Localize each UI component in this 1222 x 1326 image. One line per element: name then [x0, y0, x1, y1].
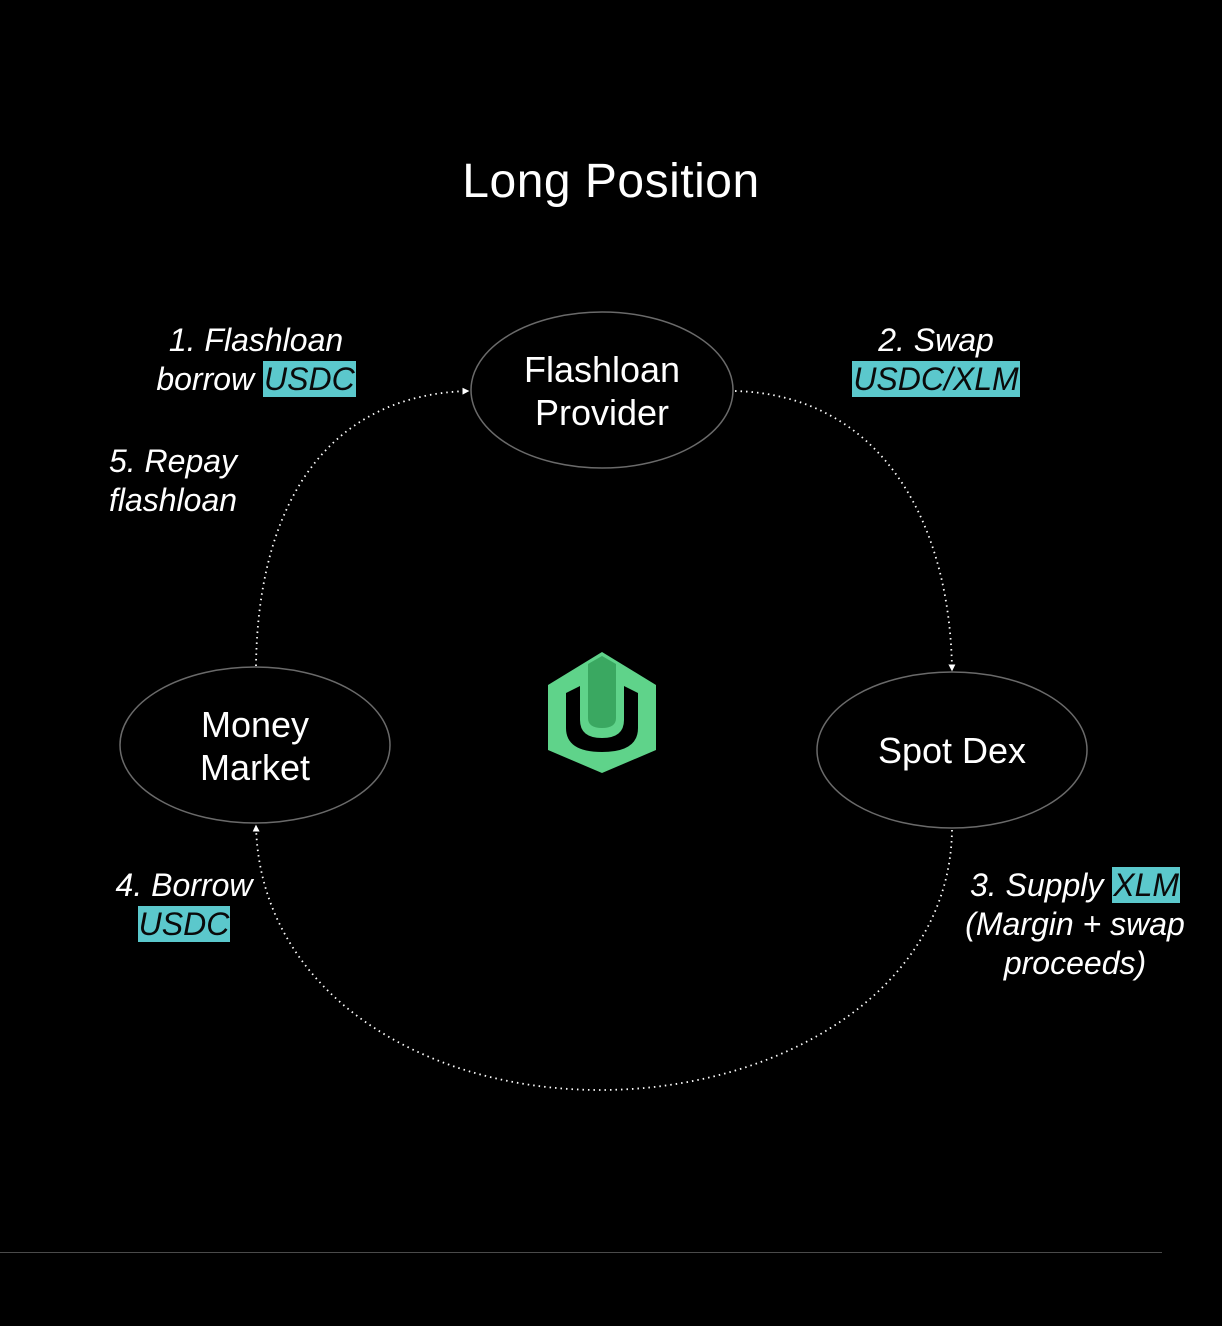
step-1-token-highlight: USDC — [263, 361, 356, 397]
arrow-repay-to-flashloan-provider — [255, 387, 470, 667]
step-1-line2: borrow USDC — [140, 360, 372, 399]
step-5-line1: 5. Repay — [108, 443, 238, 479]
step-4-line1: 4. Borrow — [115, 867, 253, 903]
money-market-label-line2: Market — [199, 747, 311, 788]
step-4-token-highlight: USDC — [137, 906, 231, 942]
spot-dex-label-line1: Spot Dex — [877, 730, 1027, 771]
flashloan-provider-node — [470, 311, 734, 469]
bottom-divider — [0, 1252, 1162, 1253]
step-4-line2: USDC — [104, 905, 264, 944]
step-3-line3: proceeds) — [1003, 945, 1147, 981]
spot-dex-label: Spot Dex — [817, 729, 1087, 772]
diagram-title: Long Position — [462, 155, 760, 208]
step-3-token-highlight: XLM — [1112, 867, 1181, 903]
flashloan-provider-label-line2: Provider — [534, 392, 670, 433]
money-market-node — [119, 666, 391, 824]
step-5-line2: flashloan — [108, 482, 238, 518]
arrow-swap-to-spot-dex — [734, 390, 956, 672]
step-4-label: 4. Borrow USDC — [104, 866, 264, 944]
logo-u-cutout — [566, 686, 638, 752]
step-1-line2-prefix: borrow — [156, 361, 264, 397]
step-3-line1-prefix: 3. Supply — [969, 867, 1113, 903]
step-3-line1: 3. Supply XLM — [950, 866, 1200, 905]
flashloan-provider-label-line1: Flashloan — [523, 349, 681, 390]
step-1-label: 1. Flashloan borrow USDC — [140, 321, 372, 399]
step-2-line2: USDC/XLM — [836, 360, 1036, 399]
step-2-token-highlight: USDC/XLM — [852, 361, 1020, 397]
money-market-label: Money Market — [120, 703, 390, 789]
step-1-line1: 1. Flashloan — [168, 322, 344, 358]
spot-dex-node — [816, 671, 1088, 829]
flashloan-provider-label: Flashloan Provider — [472, 348, 732, 434]
step-5-label: 5. Repay flashloan — [92, 442, 254, 520]
step-3-label: 3. Supply XLM (Margin + swap proceeds) — [950, 866, 1200, 983]
step-2-label: 2. Swap USDC/XLM — [836, 321, 1036, 399]
logo-center-bar — [588, 656, 616, 728]
arrow-supply-to-money-market — [252, 824, 953, 1091]
step-3-line2: (Margin + swap — [965, 906, 1185, 942]
hexagon-u-logo-icon — [548, 652, 656, 773]
money-market-label-line1: Money — [200, 704, 310, 745]
step-2-line1: 2. Swap — [878, 322, 994, 358]
